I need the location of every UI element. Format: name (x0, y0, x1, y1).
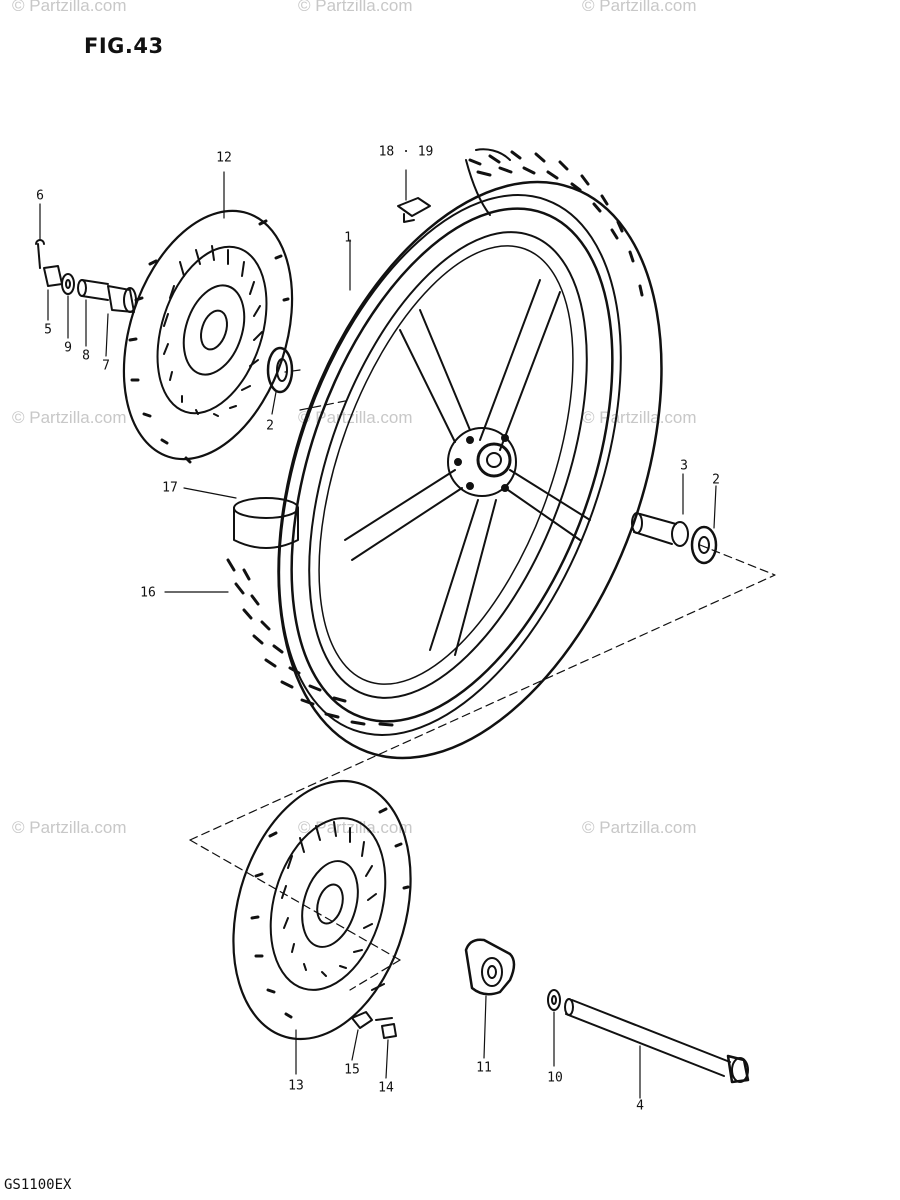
balancer-weight (397, 197, 431, 223)
axle-nut-group (35, 239, 137, 313)
callout-6: 6 (36, 188, 44, 204)
watermark: © Partzilla.com (582, 818, 697, 837)
lock-washer (351, 983, 385, 1029)
callout-11: 11 (476, 1060, 492, 1076)
wheel-spokes (344, 279, 591, 656)
watermark: © Partzilla.com (12, 0, 127, 15)
figure-title: FIG.43 (84, 34, 164, 58)
tire (226, 148, 663, 760)
callout-18-19: 18 · 19 (378, 144, 434, 160)
watermark: © Partzilla.com (12, 818, 127, 837)
callout-1: 1 (344, 230, 352, 246)
watermark: © Partzilla.com (582, 408, 697, 427)
callout-8: 8 (82, 348, 90, 364)
watermark: © Partzilla.com (12, 408, 127, 427)
tube-section (233, 497, 299, 549)
callout-2: 2 (712, 472, 720, 488)
callout-13: 13 (288, 1078, 304, 1094)
oil-seal-right (690, 525, 718, 565)
callout-17: 17 (162, 480, 178, 496)
callout-12: 12 (216, 150, 232, 166)
watermark: © Partzilla.com (298, 0, 413, 15)
callout-14: 14 (378, 1080, 394, 1096)
callout-4: 4 (636, 1098, 644, 1114)
brake-disc-right (232, 779, 412, 1041)
brake-disc-left (122, 209, 294, 464)
callout-5: 5 (44, 322, 52, 338)
wheel-rim (290, 207, 614, 723)
spacer-right (631, 512, 689, 547)
front-axle (564, 998, 750, 1084)
watermark: © Partzilla.com (298, 818, 413, 837)
watermark: © Partzilla.com (298, 408, 413, 427)
watermark: © Partzilla.com (582, 0, 697, 15)
callout-3: 3 (680, 458, 688, 474)
model-code: GS1100EX (4, 1177, 72, 1193)
wheel-hub (447, 427, 517, 497)
speedometer-gearbox (464, 938, 516, 996)
axle-washer (547, 989, 561, 1011)
callout-16: 16 (140, 585, 156, 601)
callout-7: 7 (102, 358, 110, 374)
assembly-guide-lines (189, 369, 776, 991)
callout-2: 2 (266, 418, 274, 434)
callout-10: 10 (547, 1070, 563, 1086)
callout-9: 9 (64, 340, 72, 356)
disc-bolt (375, 1017, 397, 1039)
callout-15: 15 (344, 1062, 360, 1078)
leader-lines (39, 169, 717, 1099)
oil-seal-left (266, 346, 294, 394)
